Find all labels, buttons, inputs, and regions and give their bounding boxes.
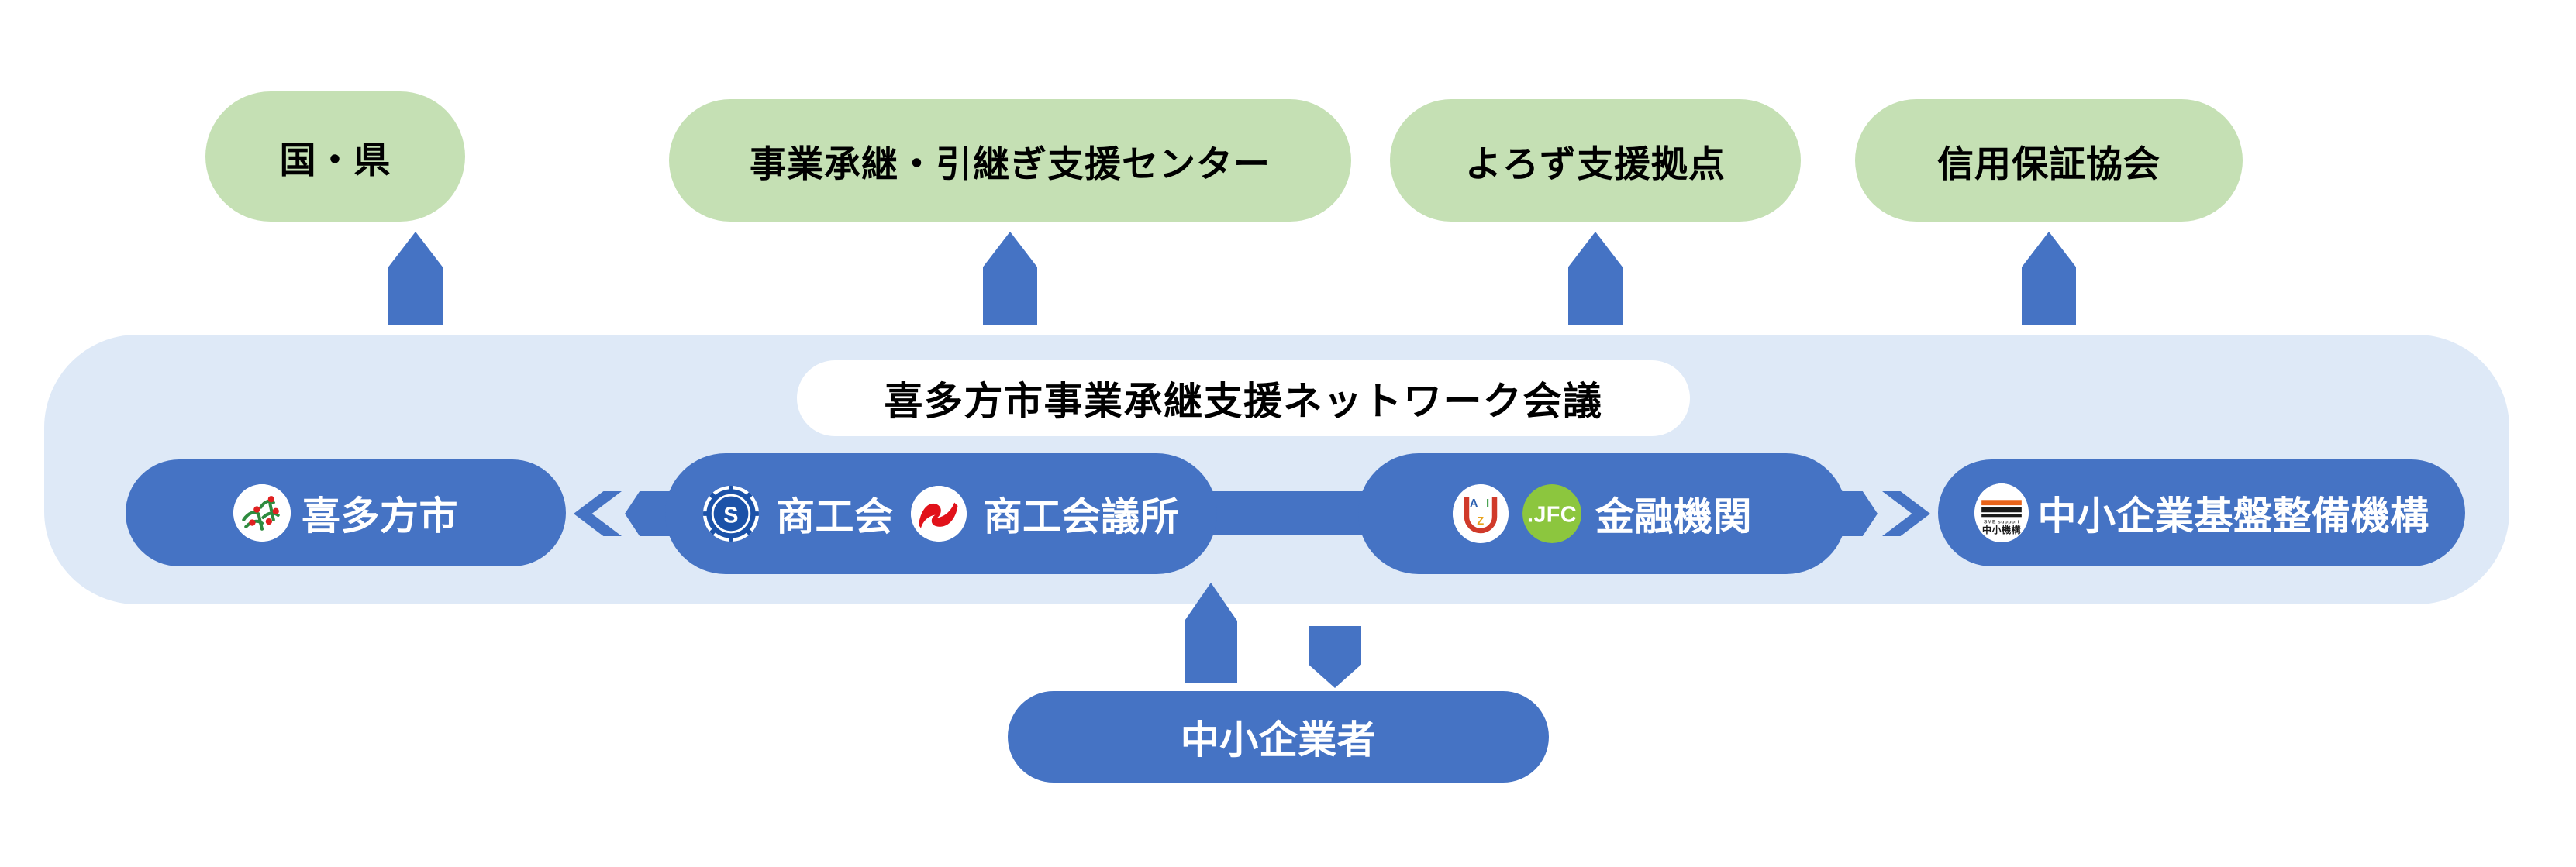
svg-text:A: A [1470, 497, 1478, 510]
kitakata-city-logo-icon [233, 484, 291, 542]
arrow-up-icon-to-shinyo-hosho-kyokai [2022, 232, 2076, 325]
member-pill-kitakata-city[interactable]: 喜多方市 [126, 459, 566, 566]
member-label-shokokai: 商工会 [776, 495, 894, 538]
network-title-pill: 喜多方市事業承継支援ネットワーク会議 [797, 360, 1690, 436]
svg-text:中小機構: 中小機構 [1981, 524, 2021, 535]
partner-label: 事業承継・引継ぎ支援センター [750, 143, 1271, 184]
smrj-logo-icon: SME support 中小機構 [1974, 483, 2029, 542]
sme-pill[interactable]: 中小企業者 [1008, 691, 1549, 783]
chamber-of-commerce-logo-icon [910, 486, 967, 542]
member-label-smrj: 中小企業基盤整備機構 [2037, 494, 2429, 538]
shokokai-logo-icon: S [703, 486, 759, 542]
member-pill-smrj[interactable]: SME support 中小機構 中小企業基盤整備機構 [1938, 459, 2465, 566]
svg-text:S: S [723, 504, 739, 528]
aizu-bank-logo-icon: A I Z [1453, 484, 1509, 543]
svg-text:I: I [1486, 497, 1489, 510]
member-label-cci: 商工会議所 [983, 495, 1179, 538]
member-pill-financial-institutions[interactable]: A I Z .JFC 金融機関 [1358, 453, 1847, 574]
arrow-up-icon-to-jigyo-shokei-center [983, 232, 1037, 325]
jfc-logo-icon: .JFC [1522, 484, 1581, 543]
sme-label: 中小企業者 [1180, 718, 1377, 762]
partner-label: 国・県 [279, 139, 391, 181]
svg-text:.JFC: .JFC [1527, 503, 1577, 528]
member-pill-shokokai-and-cci[interactable]: S 商工会 商工会議所 [665, 453, 1217, 574]
svg-text:SME support: SME support [1983, 520, 2019, 525]
partner-pill-shinyo-hosho-kyokai[interactable]: 信用保証協会 [1855, 99, 2243, 222]
arrow-up-icon-to-kuni-ken [388, 232, 443, 325]
svg-text:Z: Z [1477, 515, 1484, 528]
arrow-up-icon-to-yorozu-shien [1568, 232, 1623, 325]
arrow-down-icon-to-sme [1309, 626, 1361, 688]
partner-pill-yorozu-shien[interactable]: よろず支援拠点 [1390, 99, 1801, 222]
page-title: 喜多方市事業承継支援ネットワーク会議 [884, 380, 1603, 423]
member-label: 喜多方市 [302, 494, 458, 538]
partner-pill-jigyo-shokei-center[interactable]: 事業承継・引継ぎ支援センター [669, 99, 1351, 222]
partner-label: よろず支援拠点 [1465, 143, 1726, 184]
member-label-financial: 金融機関 [1595, 495, 1752, 538]
partner-pill-kuni-ken[interactable]: 国・県 [205, 91, 465, 222]
partner-label: 信用保証協会 [1937, 143, 2160, 184]
